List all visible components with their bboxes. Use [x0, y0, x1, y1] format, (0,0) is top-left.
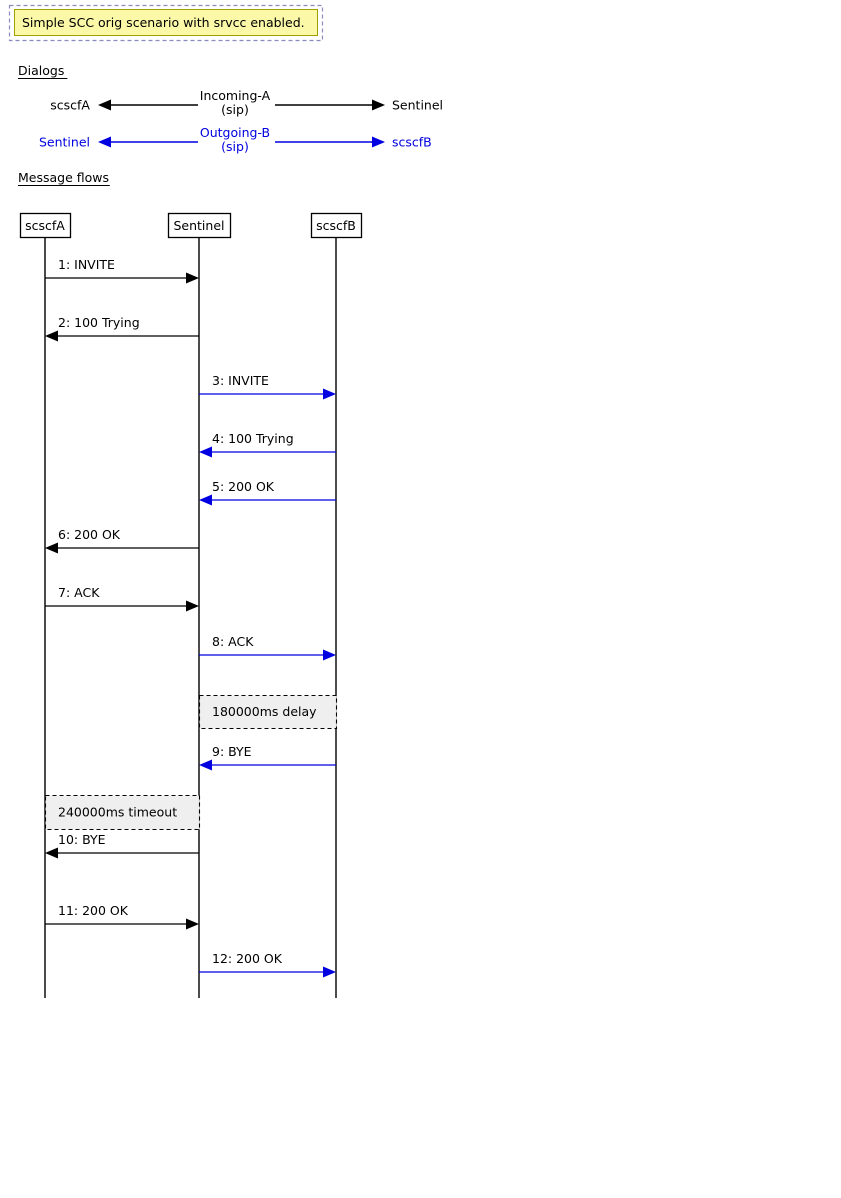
- dialog-right-arrowhead: [372, 99, 385, 111]
- scenario-note: Simple SCC orig scenario with srvcc enab…: [8, 4, 324, 42]
- participant-box[interactable]: [310, 212, 363, 239]
- message-arrowhead: [45, 847, 58, 859]
- message-arrowhead: [323, 388, 336, 400]
- message-arrowhead: [186, 918, 199, 930]
- messageflows-heading: Message flows: [18, 170, 109, 185]
- dialogs-heading: Dialogs: [18, 63, 64, 78]
- participant-box[interactable]: [19, 212, 72, 239]
- participant-box[interactable]: [167, 212, 232, 239]
- dialog-left-label: scscfA: [50, 98, 90, 113]
- message-label: 6: 200 OK: [58, 527, 121, 542]
- message-label: 9: BYE: [212, 744, 252, 759]
- dialog-name: Incoming-A: [200, 88, 271, 103]
- participant-Sentinel[interactable]: Sentinel: [167, 212, 232, 239]
- dialog-right-arrowhead: [372, 136, 385, 148]
- dialog-left-arrowhead: [98, 99, 111, 111]
- message-label: 8: ACK: [212, 634, 254, 649]
- message-arrowhead: [199, 759, 212, 771]
- participant-label: scscfA: [25, 218, 65, 233]
- message-arrowhead: [186, 600, 199, 612]
- message-label: 1: INVITE: [58, 257, 115, 272]
- message-arrowhead: [45, 330, 58, 342]
- spacer-rect: [198, 694, 338, 730]
- message-arrowhead: [199, 446, 212, 458]
- dialog-right-label: scscfB: [392, 135, 432, 150]
- dialog-name: Outgoing-B: [200, 125, 270, 140]
- message-label: 7: ACK: [58, 585, 100, 600]
- message-arrowhead: [186, 272, 199, 284]
- participant-scscfA[interactable]: scscfA: [19, 212, 72, 239]
- message-arrowhead: [323, 966, 336, 978]
- message-label: 3: INVITE: [212, 373, 269, 388]
- dialog-left-arrowhead: [98, 136, 111, 148]
- note-dashed-border: [8, 4, 324, 42]
- dialog-protocol: (sip): [221, 102, 249, 117]
- participant-label: scscfB: [316, 218, 356, 233]
- message-label: 4: 100 Trying: [212, 431, 294, 446]
- note-text: Simple SCC orig scenario with srvcc enab…: [22, 15, 305, 30]
- message-label: 10: BYE: [58, 832, 106, 847]
- message-arrowhead: [199, 494, 212, 506]
- participant-label: Sentinel: [173, 218, 224, 233]
- dialog-protocol: (sip): [221, 139, 249, 154]
- message-label: 2: 100 Trying: [58, 315, 140, 330]
- spacer-box-0: 180000ms delay: [198, 694, 338, 730]
- message-label: 12: 200 OK: [212, 951, 283, 966]
- message-arrowhead: [45, 542, 58, 554]
- spacer-label: 180000ms delay: [212, 704, 317, 719]
- note-box: [14, 9, 318, 36]
- message-arrowhead: [323, 649, 336, 661]
- spacer-rect: [44, 794, 201, 831]
- dialog-left-label: Sentinel: [39, 135, 90, 150]
- participant-scscfB[interactable]: scscfB: [310, 212, 363, 239]
- spacer-box-1: 240000ms timeout: [44, 794, 201, 831]
- message-label: 11: 200 OK: [58, 903, 129, 918]
- dialog-right-label: Sentinel: [392, 98, 443, 113]
- spacer-label: 240000ms timeout: [58, 805, 177, 820]
- message-label: 5: 200 OK: [212, 479, 275, 494]
